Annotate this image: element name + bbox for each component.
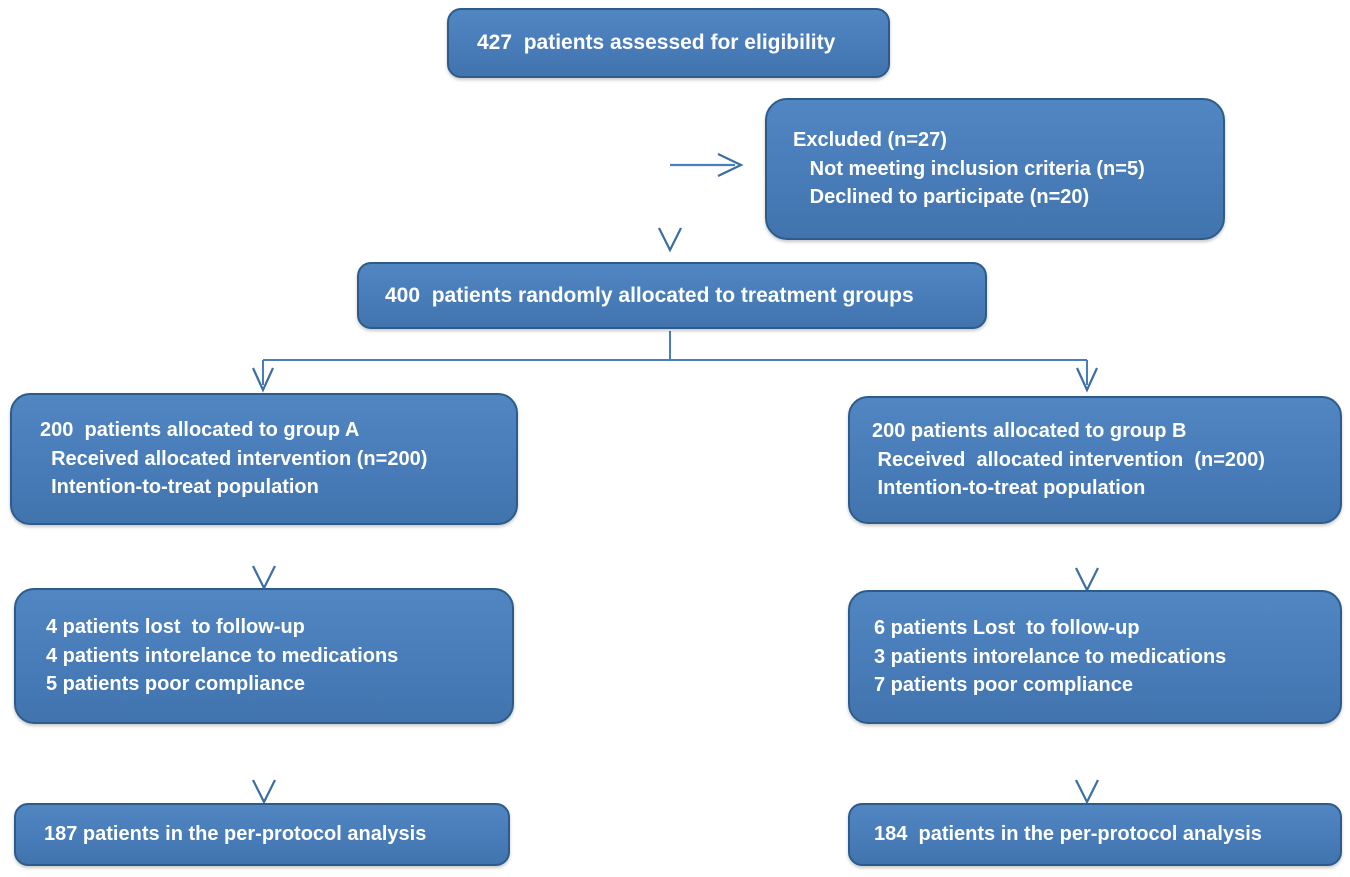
node-attrition-b-line-1: 6 patients Lost to follow-up [874,617,1140,640]
node-attrition-a-line-1: 4 patients lost to follow-up [46,616,305,639]
connector-screening-to-randomization [658,80,682,253]
node-attrition-b-line-2: 3 patients intorelance to medications [874,645,1227,668]
node-allocation-group-b: 200 patients allocated to group B Receiv… [848,396,1342,524]
node-final-b-line-1: 184 patients in the per-protocol analysi… [874,823,1262,846]
node-final-a-line-1: 187 patients in the per-protocol analysi… [44,823,427,846]
node-allocation-a-line-1: 200 patients allocated to group A [40,419,360,442]
node-allocation-a-line-2: Received allocated intervention (n=200) [40,447,428,470]
node-attrition-a-line-3: 5 patients poor compliance [46,673,305,696]
connector-attrition-b-to-final-b [1075,726,1099,805]
connector-allocation-a-to-attrition-a [252,527,276,591]
node-allocation-b-line-1: 200 patients allocated to group B [872,420,1187,443]
node-screening: 427 patients assessed for eligibility [447,8,890,78]
connector-randomization-split [251,331,1099,393]
node-final-analysis-group-b: 184 patients in the per-protocol analysi… [848,803,1342,866]
node-attrition-b-line-3: 7 patients poor compliance [874,674,1133,697]
node-attrition-group-b: 6 patients Lost to follow-up 3 patients … [848,590,1342,724]
node-randomized-line-1: 400 patients randomly allocated to treat… [385,283,914,307]
node-excluded: Excluded (n=27) Not meeting inclusion cr… [765,98,1225,240]
node-allocation-a-line-3: Intention-to-treat population [40,476,319,499]
node-excluded-line-3: Declined to participate (n=20) [793,186,1090,209]
node-final-analysis-group-a: 187 patients in the per-protocol analysi… [14,803,510,866]
node-screening-line-1: 427 patients assessed for eligibility [477,31,836,55]
node-attrition-group-a: 4 patients lost to follow-up 4 patients … [14,588,514,724]
node-allocation-b-line-3: Intention-to-treat population [872,477,1146,500]
node-attrition-a-line-2: 4 patients intorelance to medications [46,644,399,667]
node-randomized: 400 patients randomly allocated to treat… [357,262,987,329]
node-allocation-b-line-2: Received allocated intervention (n=200) [872,448,1265,471]
connector-screening-to-excluded [670,153,744,177]
connector-allocation-b-to-attrition-b [1075,527,1099,593]
node-excluded-line-2: Not meeting inclusion criteria (n=5) [793,157,1145,180]
node-excluded-line-1: Excluded (n=27) [793,129,947,152]
node-allocation-group-a: 200 patients allocated to group A Receiv… [10,393,518,525]
connector-attrition-a-to-final-a [252,726,276,805]
